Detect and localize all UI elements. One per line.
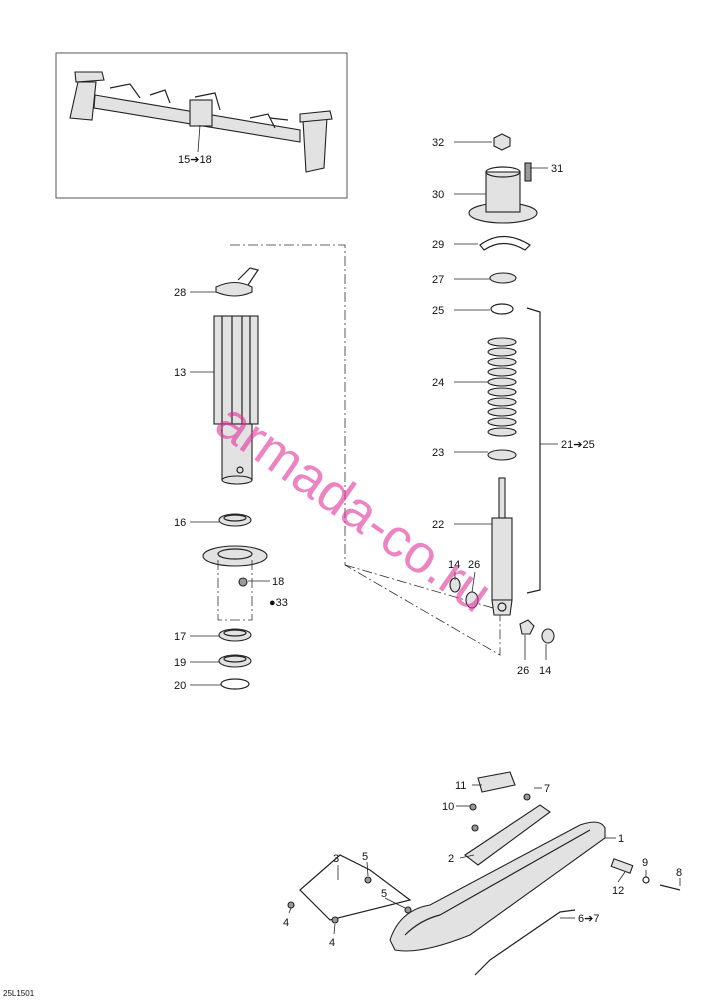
callout-31: 31: [551, 163, 563, 175]
watermark: armada-co.ru: [205, 391, 502, 624]
callout-24: 24: [432, 377, 444, 389]
callout-14-right: 14: [539, 665, 551, 677]
callout-26-left: 26: [468, 559, 480, 571]
drawing-code: 25L1501: [3, 989, 35, 998]
callout-4-bottom: 4: [329, 937, 335, 949]
callout-12: 12: [612, 885, 624, 897]
callout-18: 18: [272, 576, 284, 588]
callout-33: ●33: [269, 597, 288, 609]
callout-10: 10: [442, 801, 454, 813]
callout-29: 29: [432, 239, 444, 251]
callout-9: 9: [642, 857, 648, 869]
leader-lines: [190, 124, 681, 935]
callout-26-right: 26: [517, 665, 529, 677]
spring: [487, 337, 517, 437]
callout-20: 20: [174, 680, 186, 692]
callout-17: 17: [174, 631, 186, 643]
inset-frame: [55, 52, 348, 199]
callout-7-top: 7: [544, 783, 550, 795]
callout-5-top: 5: [362, 851, 368, 863]
callout-2: 2: [448, 853, 454, 865]
callout-19: 19: [174, 657, 186, 669]
callout-28: 28: [174, 287, 186, 299]
callout-21-25: 21➔25: [561, 439, 595, 451]
callout-5-bottom: 5: [381, 888, 387, 900]
ski-leg-assembly: [202, 267, 268, 690]
shock-assembly: [449, 133, 555, 644]
callout-32: 32: [432, 137, 444, 149]
callout-1: 1: [618, 833, 624, 845]
callout-15-18: 15➔18: [178, 154, 212, 166]
callout-6-7: 6➔7: [578, 913, 599, 925]
callout-22: 22: [432, 519, 444, 531]
callout-27: 27: [432, 274, 444, 286]
front-axle: [69, 71, 333, 173]
callout-25: 25: [432, 305, 444, 317]
callout-14-left: 14: [448, 559, 460, 571]
callout-8: 8: [676, 867, 682, 879]
callout-23: 23: [432, 447, 444, 459]
callout-16: 16: [174, 517, 186, 529]
callout-13: 13: [174, 367, 186, 379]
callouts: 32 31 30 29 27 25 24 23 22 21➔25 28 13 1…: [174, 137, 682, 949]
callout-3: 3: [333, 853, 339, 865]
ski-assembly: [287, 771, 681, 976]
callout-11: 11: [455, 780, 466, 792]
callout-30: 30: [432, 189, 444, 201]
callout-4-left: 4: [283, 917, 289, 929]
